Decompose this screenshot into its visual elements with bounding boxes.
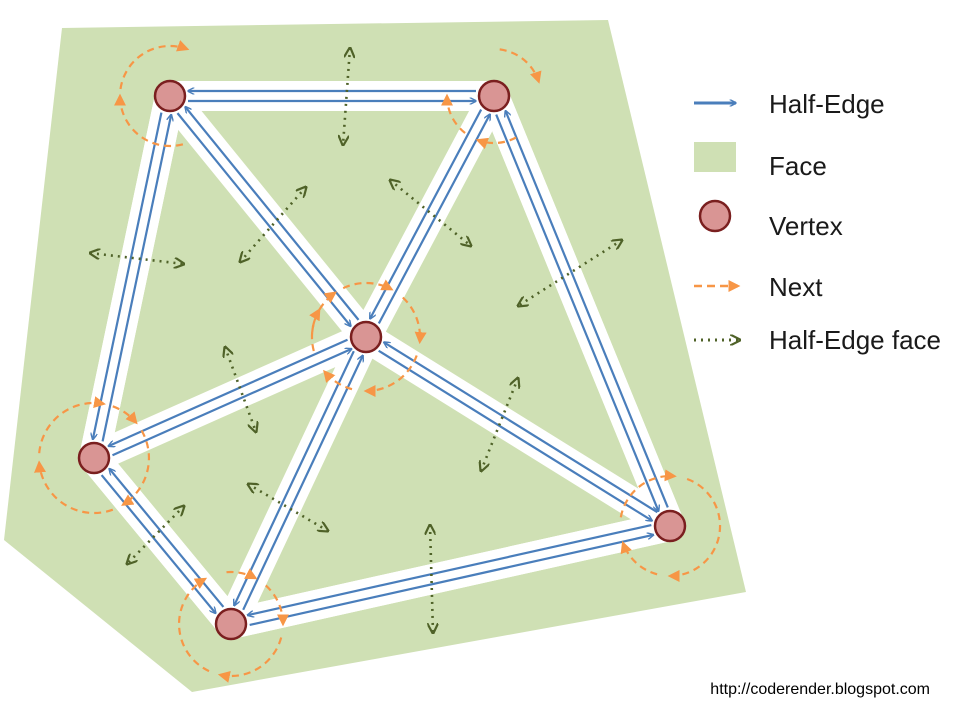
vertex <box>77 441 111 475</box>
half-edge-face-arrow <box>90 253 184 264</box>
next-arc <box>311 291 337 333</box>
legend-half-edge-label: Half-Edge <box>769 89 885 119</box>
legend-half-edge-face-label: Half-Edge face <box>769 325 941 355</box>
next-arc <box>177 577 210 673</box>
legend-next: Next <box>694 272 823 302</box>
next-arc <box>475 136 517 150</box>
vertex <box>477 79 511 113</box>
legend-half-edge-face: Half-Edge face <box>694 325 941 355</box>
vertex <box>349 320 383 354</box>
next-arc <box>217 637 283 683</box>
half-edge-twin <box>101 115 172 442</box>
next-arc <box>499 48 542 84</box>
next-arc <box>323 369 353 391</box>
vertex <box>653 509 687 543</box>
half-edge-face-arrows <box>90 48 622 633</box>
half-edge <box>234 350 355 605</box>
next-arc <box>121 429 151 506</box>
legend-half-edge: Half-Edge <box>694 89 885 119</box>
legend-next-label: Next <box>769 272 823 302</box>
next-arc <box>363 355 418 397</box>
half-edge-face-arrow <box>248 484 328 531</box>
edge-band <box>216 511 685 639</box>
legend-face: Face <box>694 142 827 181</box>
vertex <box>153 79 187 113</box>
vertices <box>77 79 687 641</box>
legend-face-swatch <box>694 142 736 172</box>
next-arc <box>667 477 722 582</box>
half-edge-twin <box>247 523 652 615</box>
next-arc <box>119 40 190 90</box>
legend: Half-Edge Face Vertex Next Half-Edge fac… <box>694 89 941 355</box>
next-arcs <box>34 40 722 683</box>
next-arc <box>441 93 466 134</box>
half-edge <box>495 114 658 512</box>
next-arc <box>402 296 427 345</box>
next-arc <box>342 279 394 291</box>
half-edge <box>249 535 654 627</box>
half-edge-twin <box>384 342 658 514</box>
legend-vertex-label: Vertex <box>769 211 843 241</box>
half-edge-face-arrow <box>240 187 306 262</box>
half-edge-twin <box>505 111 669 508</box>
next-arc <box>620 540 658 576</box>
next-arc <box>112 405 138 425</box>
half-edge-face-arrow <box>225 347 256 432</box>
next-arc <box>619 469 677 518</box>
next-arc <box>226 568 258 580</box>
footer-url: http://coderender.blogspot.com <box>710 681 930 698</box>
next-arc <box>265 584 289 627</box>
half-edge <box>93 112 163 440</box>
edge-band <box>479 81 685 541</box>
legend-vertex-swatch <box>698 199 732 233</box>
legend-face-label: Face <box>769 151 827 181</box>
half-edge-face-arrow <box>481 378 518 471</box>
edge-band <box>79 81 185 473</box>
legend-vertex: Vertex <box>698 199 843 241</box>
next-arc <box>34 460 114 515</box>
vertex <box>214 607 248 641</box>
next-arc <box>309 307 321 352</box>
